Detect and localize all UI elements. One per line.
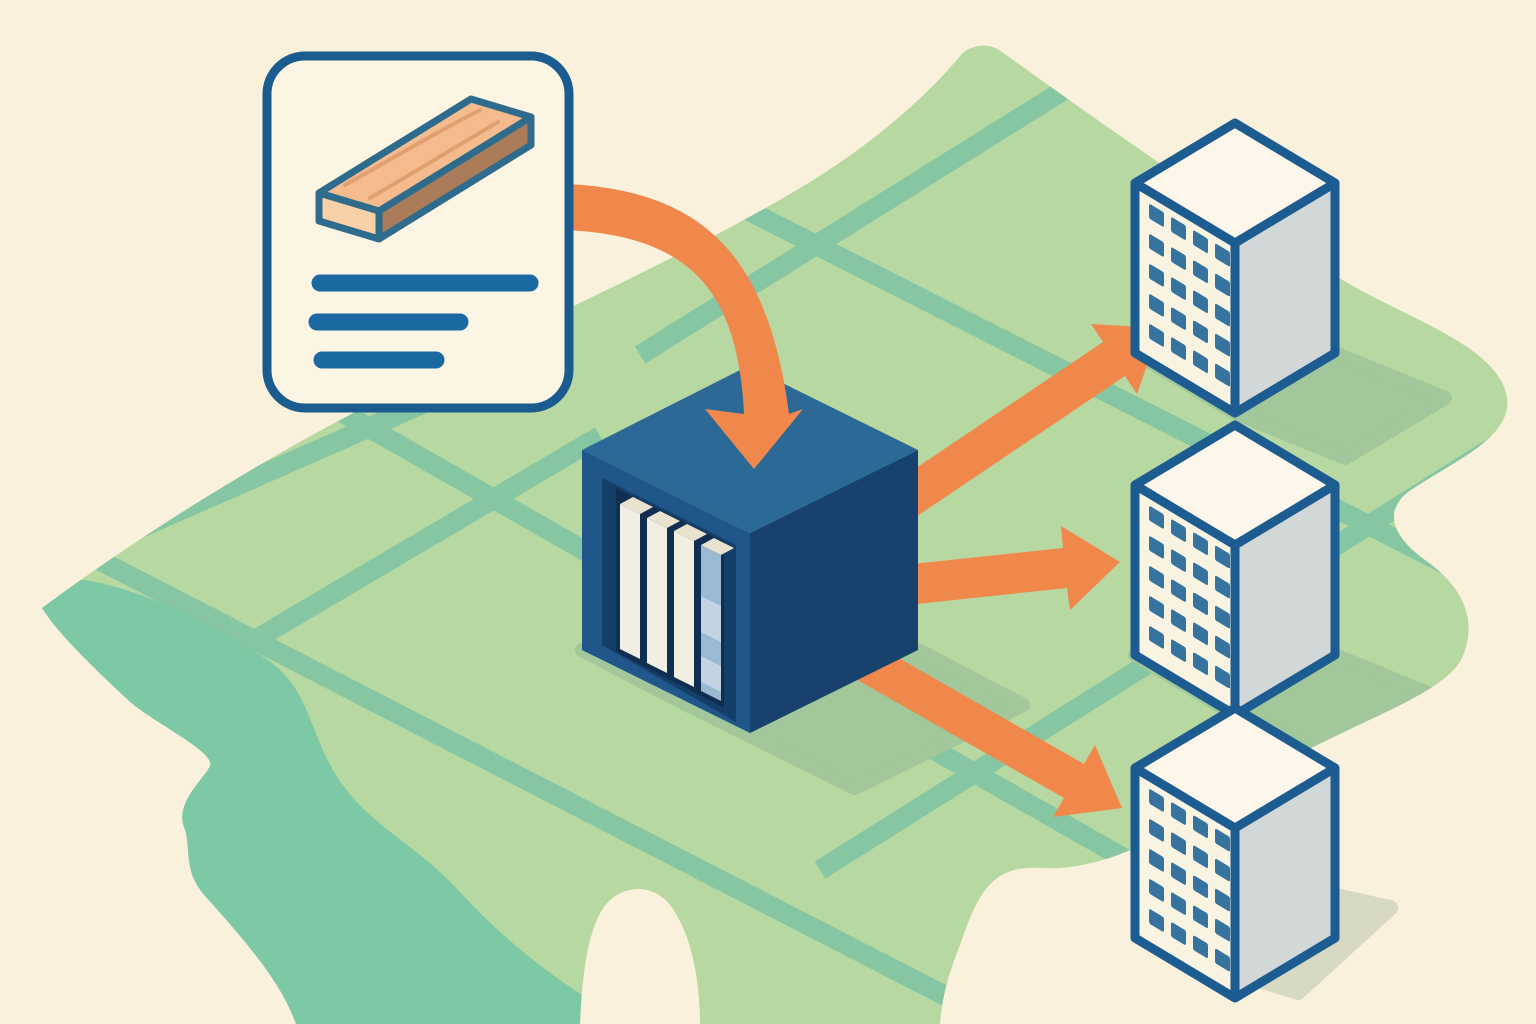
storage-bar <box>647 518 667 673</box>
flow-arrow-icon <box>835 633 1122 817</box>
plank-side <box>379 117 531 239</box>
map-road <box>55 531 1005 1024</box>
destination-buildings <box>1135 123 1335 998</box>
storage-bar <box>620 504 640 659</box>
plank-top <box>319 99 531 211</box>
storage-bar-highlight <box>701 596 721 642</box>
distribution-arrows <box>835 324 1160 817</box>
card-text-lines <box>308 274 539 369</box>
flow-arrow-icon <box>903 526 1120 610</box>
storage-bar-cap <box>620 497 653 514</box>
plank-outline <box>315 95 535 243</box>
plank-end <box>319 193 379 239</box>
storage-bar-highlight <box>701 656 721 692</box>
cube-side-face <box>750 450 918 733</box>
map-road <box>634 71 1086 364</box>
building-icon <box>1135 708 1335 998</box>
storage-bar <box>674 531 694 687</box>
flow-arrow-icon <box>879 324 1160 527</box>
storage-bar-cap <box>647 511 680 528</box>
inventory-cube-icon <box>582 366 918 733</box>
lumber-plank-icon <box>315 95 535 243</box>
cube-panel <box>616 488 724 708</box>
building-icon <box>1135 425 1335 715</box>
storage-bar-cap <box>701 538 734 555</box>
plank-grain <box>343 108 500 200</box>
building-icon <box>1135 123 1335 413</box>
intake-arrow-icon <box>566 184 803 469</box>
material-card <box>262 51 574 413</box>
storage-bar-cap <box>674 524 707 541</box>
storage-bars <box>620 497 734 701</box>
